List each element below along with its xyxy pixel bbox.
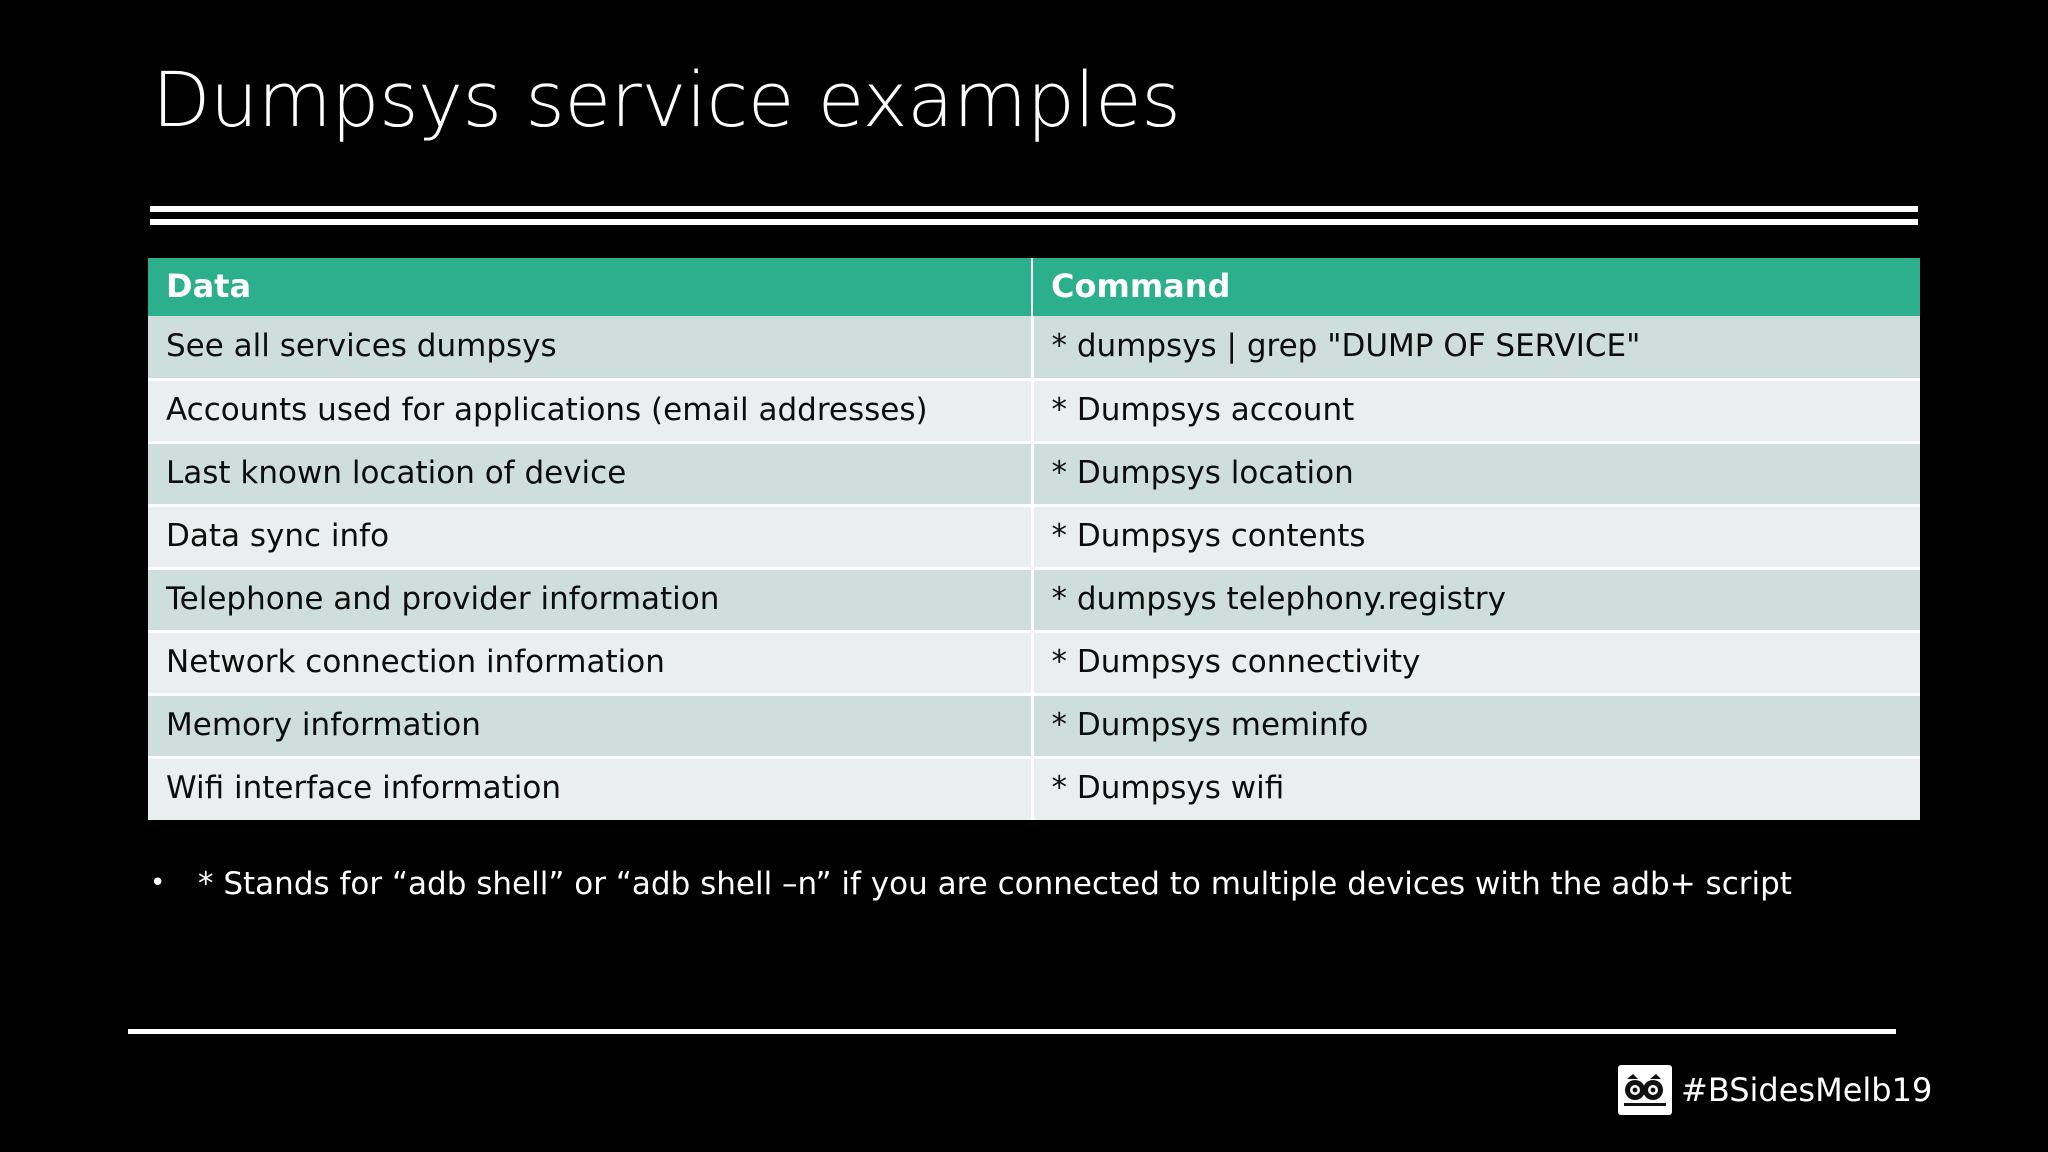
title-divider: [150, 206, 1918, 225]
cell-data: Data sync info: [148, 505, 1034, 570]
dumpsys-table-container: Data Command See all services dumpsys * …: [148, 258, 1920, 820]
cell-data: Memory information: [148, 694, 1034, 759]
cell-command: * Dumpsys location: [1032, 442, 1920, 507]
table-row: Data sync info * Dumpsys contents: [148, 505, 1920, 570]
cell-command: * Dumpsys wifi: [1032, 757, 1920, 820]
footnote-text: * Stands for “adb shell” or “adb shell –…: [198, 866, 1792, 902]
cell-data: Network connection information: [148, 631, 1034, 696]
table-row: Accounts used for applications (email ad…: [148, 379, 1920, 444]
table-row: Telephone and provider information * dum…: [148, 568, 1920, 633]
divider-line-bottom: [150, 219, 1918, 225]
footer-hashtag: #BSidesMelb19: [1681, 1071, 1933, 1109]
cell-data: See all services dumpsys: [148, 316, 1034, 381]
table-row: Last known location of device * Dumpsys …: [148, 442, 1920, 507]
cell-data: Last known location of device: [148, 442, 1034, 507]
table-body: See all services dumpsys * dumpsys | gre…: [148, 316, 1920, 820]
divider-line-top: [150, 206, 1918, 212]
cell-command: * dumpsys | grep "DUMP OF SERVICE": [1032, 316, 1920, 381]
table-header-row: Data Command: [148, 258, 1920, 316]
column-header-command: Command: [1032, 258, 1920, 316]
bullet-point-icon: •: [150, 868, 166, 898]
cell-command: * Dumpsys contents: [1032, 505, 1920, 570]
cell-command: * Dumpsys meminfo: [1032, 694, 1920, 759]
cell-data: Wifi interface information: [148, 757, 1034, 820]
column-header-data: Data: [148, 258, 1033, 316]
cell-command: * dumpsys telephony.registry: [1032, 568, 1920, 633]
slide-footer: #BSidesMelb19: [1618, 1065, 1932, 1115]
footnote: • * Stands for “adb shell” or “adb shell…: [150, 866, 1950, 903]
table-row: Memory information * Dumpsys meminfo: [148, 694, 1920, 759]
cell-command: * Dumpsys account: [1032, 379, 1920, 444]
table-row: Network connection information * Dumpsys…: [148, 631, 1920, 696]
cell-data: Telephone and provider information: [148, 568, 1034, 633]
divider-gap: [150, 212, 1918, 219]
table-row: Wifi interface information * Dumpsys wif…: [148, 757, 1920, 820]
table-header: Data Command: [148, 258, 1920, 316]
dumpsys-table: Data Command See all services dumpsys * …: [148, 258, 1920, 820]
table-row: See all services dumpsys * dumpsys | gre…: [148, 316, 1920, 381]
cell-data: Accounts used for applications (email ad…: [148, 379, 1034, 444]
cell-command: * Dumpsys connectivity: [1032, 631, 1920, 696]
page-title: Dumpsys service examples: [152, 55, 1181, 144]
bsides-logo-icon: [1618, 1065, 1672, 1115]
footer-divider: [128, 1029, 1896, 1034]
